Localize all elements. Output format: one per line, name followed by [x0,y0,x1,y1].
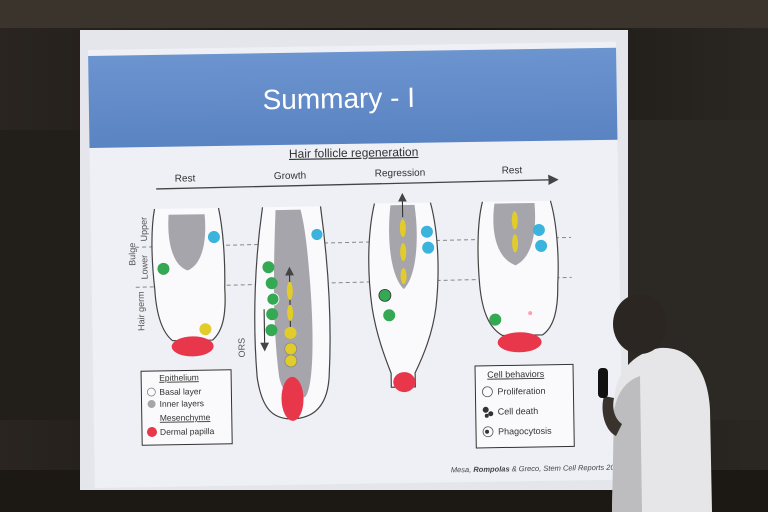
presenter [598,294,712,512]
yellow-cell [287,304,294,321]
title-band [88,47,618,148]
citation-bold: Rompolas [473,464,509,474]
green-cell [262,261,275,274]
cyan-cell [532,223,545,236]
wall-panel-left [0,130,80,420]
cyan-cell [207,231,220,244]
cell-death-icon [482,406,489,413]
presenter-head [613,294,667,354]
green-cell [157,262,170,275]
follicle-rest-1 [151,207,226,357]
side-label-ors: ORS [237,338,247,358]
yellow-cell [511,211,518,230]
legend-label-basal: Basal layer [159,386,201,397]
cell-death-icon [484,413,489,418]
legend-label-dermal: Dermal papilla [160,426,215,437]
presenter-shading [612,376,642,512]
stage-label-growth: Growth [274,171,306,183]
legend-label-proliferation: Proliferation [497,386,545,397]
yellow-cell [512,234,519,253]
follicle-rest-2 [477,200,559,353]
citation-suffix: & Greco, Stem Cell Reports 20 [510,463,616,474]
dermal-papilla [393,372,416,393]
presenter-arm [602,396,622,436]
yellow-cell [286,281,293,300]
yellow-cell [284,326,297,339]
follicle-regression [368,192,439,393]
legend-heading-epithelium: Epithelium [159,372,199,383]
green-cell [489,313,502,326]
dermal-papilla [497,332,542,353]
slide-subtitle: Hair follicle regeneration [289,145,419,161]
inner-layers [273,209,313,399]
green-cell [266,308,279,321]
side-label-lower: Lower [139,255,149,280]
yellow-cell [400,243,407,262]
stage-label-rest-1: Rest [175,173,196,184]
yellow-cell [199,323,212,336]
microphone [598,368,608,398]
green-cell-proliferating [266,292,280,306]
follicle-growth [254,206,331,421]
stage-label-rest-2: Rest [502,165,523,176]
laser-dot [528,311,533,316]
legend-label-phago: Phagocytosis [498,426,552,437]
phagocytosis-icon-inner [485,429,490,434]
cyan-cell [420,225,433,238]
cyan-cell [535,239,548,252]
timeline-arrow [156,174,559,190]
downward-arrow [260,309,270,352]
cyan-cell-proliferating [310,228,324,241]
proliferation-icon [482,386,493,398]
legend-heading-mesenchyme: Mesenchyme [160,412,211,423]
legend-label-death: Cell death [498,406,539,417]
cell-death-icon [488,411,494,417]
basal-layer-swatch [146,387,156,397]
side-label-bulge: Bulge [127,243,137,266]
yellow-cell-proliferating [284,342,298,356]
legend-cell-types: Epithelium Basal layer Inner layers Mese… [140,369,233,446]
legend-cell-behaviors: Cell behaviors Proliferation Cell death … [474,363,575,449]
inner-layers [493,203,536,266]
projected-slide: Summary - I Hair follicle regeneration R… [88,41,623,488]
side-label-upper: Upper [139,217,149,242]
inner-layers [168,214,206,271]
legend-box [140,369,233,446]
citation-prefix: Mesa, [451,465,474,474]
dermal-papilla [281,376,304,421]
yellow-cell-proliferating [284,354,298,368]
legend-heading-behaviors: Cell behaviors [487,369,545,380]
green-cell-dying [378,288,392,302]
cyan-cell [422,241,435,254]
yellow-cell [400,268,407,285]
legend-box [474,363,575,449]
upward-arrow [285,266,294,333]
green-cell [265,324,278,337]
stage-label-regression: Regression [375,168,426,180]
green-cell-phagocytosed [383,309,396,322]
citation: Mesa, Rompolas & Greco, Stem Cell Report… [451,463,616,475]
slide-title: Summary - I [262,82,415,115]
dermal-papilla-swatch [147,427,158,438]
inner-layers-swatch [147,400,156,409]
yellow-cell [399,219,406,238]
side-label-hair-germ: Hair germ [136,291,147,331]
legend-label-inner: Inner layers [159,398,204,409]
green-cell [265,277,278,290]
dermal-papilla [171,336,214,357]
ceiling [0,0,768,28]
